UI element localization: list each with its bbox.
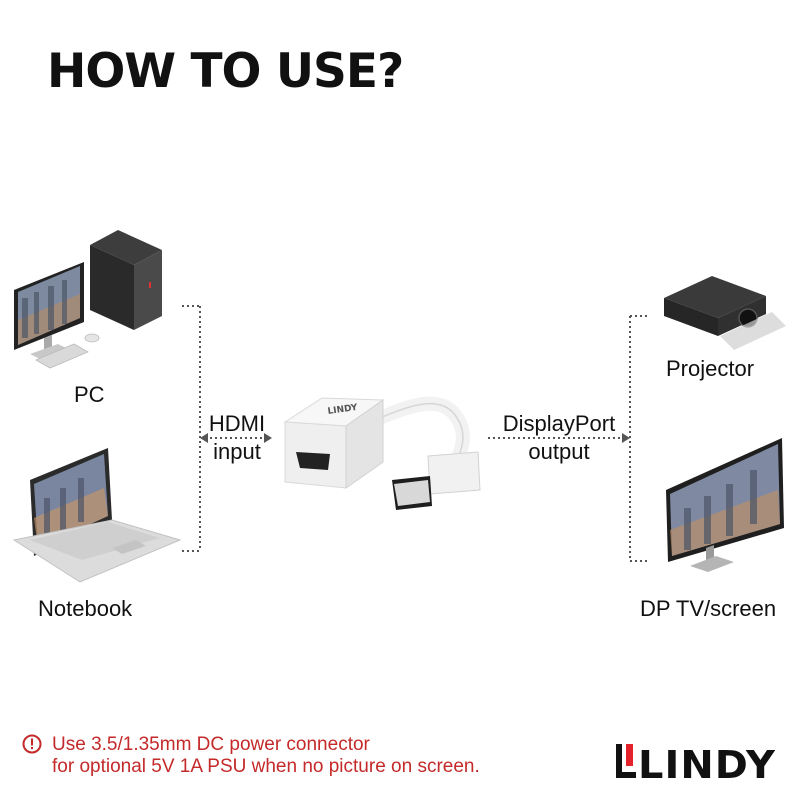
page-title: HOW TO USE? [47,44,404,99]
dp-output-line2: output [528,439,590,464]
logo-text: LINDY [638,743,776,784]
warning-icon [22,734,42,754]
dp-output-label: DisplayPort output [492,410,626,466]
screen-label: DP TV/screen [640,596,777,621]
adapter-brand-text: LINDY [327,403,359,417]
adapter-icon: LINDY [283,396,481,510]
hdmi-input-line1: HDMI [208,411,266,436]
hdmi-input-line2: input [213,439,261,464]
power-note: Use 3.5/1.35mm DC power connector for op… [52,734,480,778]
input-bracket [182,305,266,552]
projector-icon [664,276,786,350]
notebook-label: Notebook [38,596,133,621]
mouse-icon [84,333,100,343]
hdmi-input-label: HDMI input [205,410,269,466]
keyboard-icon [35,343,89,369]
screen-icon [666,438,784,572]
dp-output-line1: DisplayPort [502,411,616,436]
output-arrow-icon [622,433,630,443]
pc-label: PC [74,382,105,407]
projector-label: Projector [666,356,755,381]
power-note-line2: for optional 5V 1A PSU when no picture o… [52,756,480,777]
input-arrow-right-icon [264,433,272,443]
power-note-line1: Use 3.5/1.35mm DC power connector [52,734,370,755]
notebook-icon [12,448,182,583]
pc-monitor-icon [14,262,84,360]
lindy-logo: LINDY [616,743,776,784]
output-bracket [488,315,648,562]
pc-tower-icon [90,230,162,330]
input-arrow-left-icon [200,433,208,443]
